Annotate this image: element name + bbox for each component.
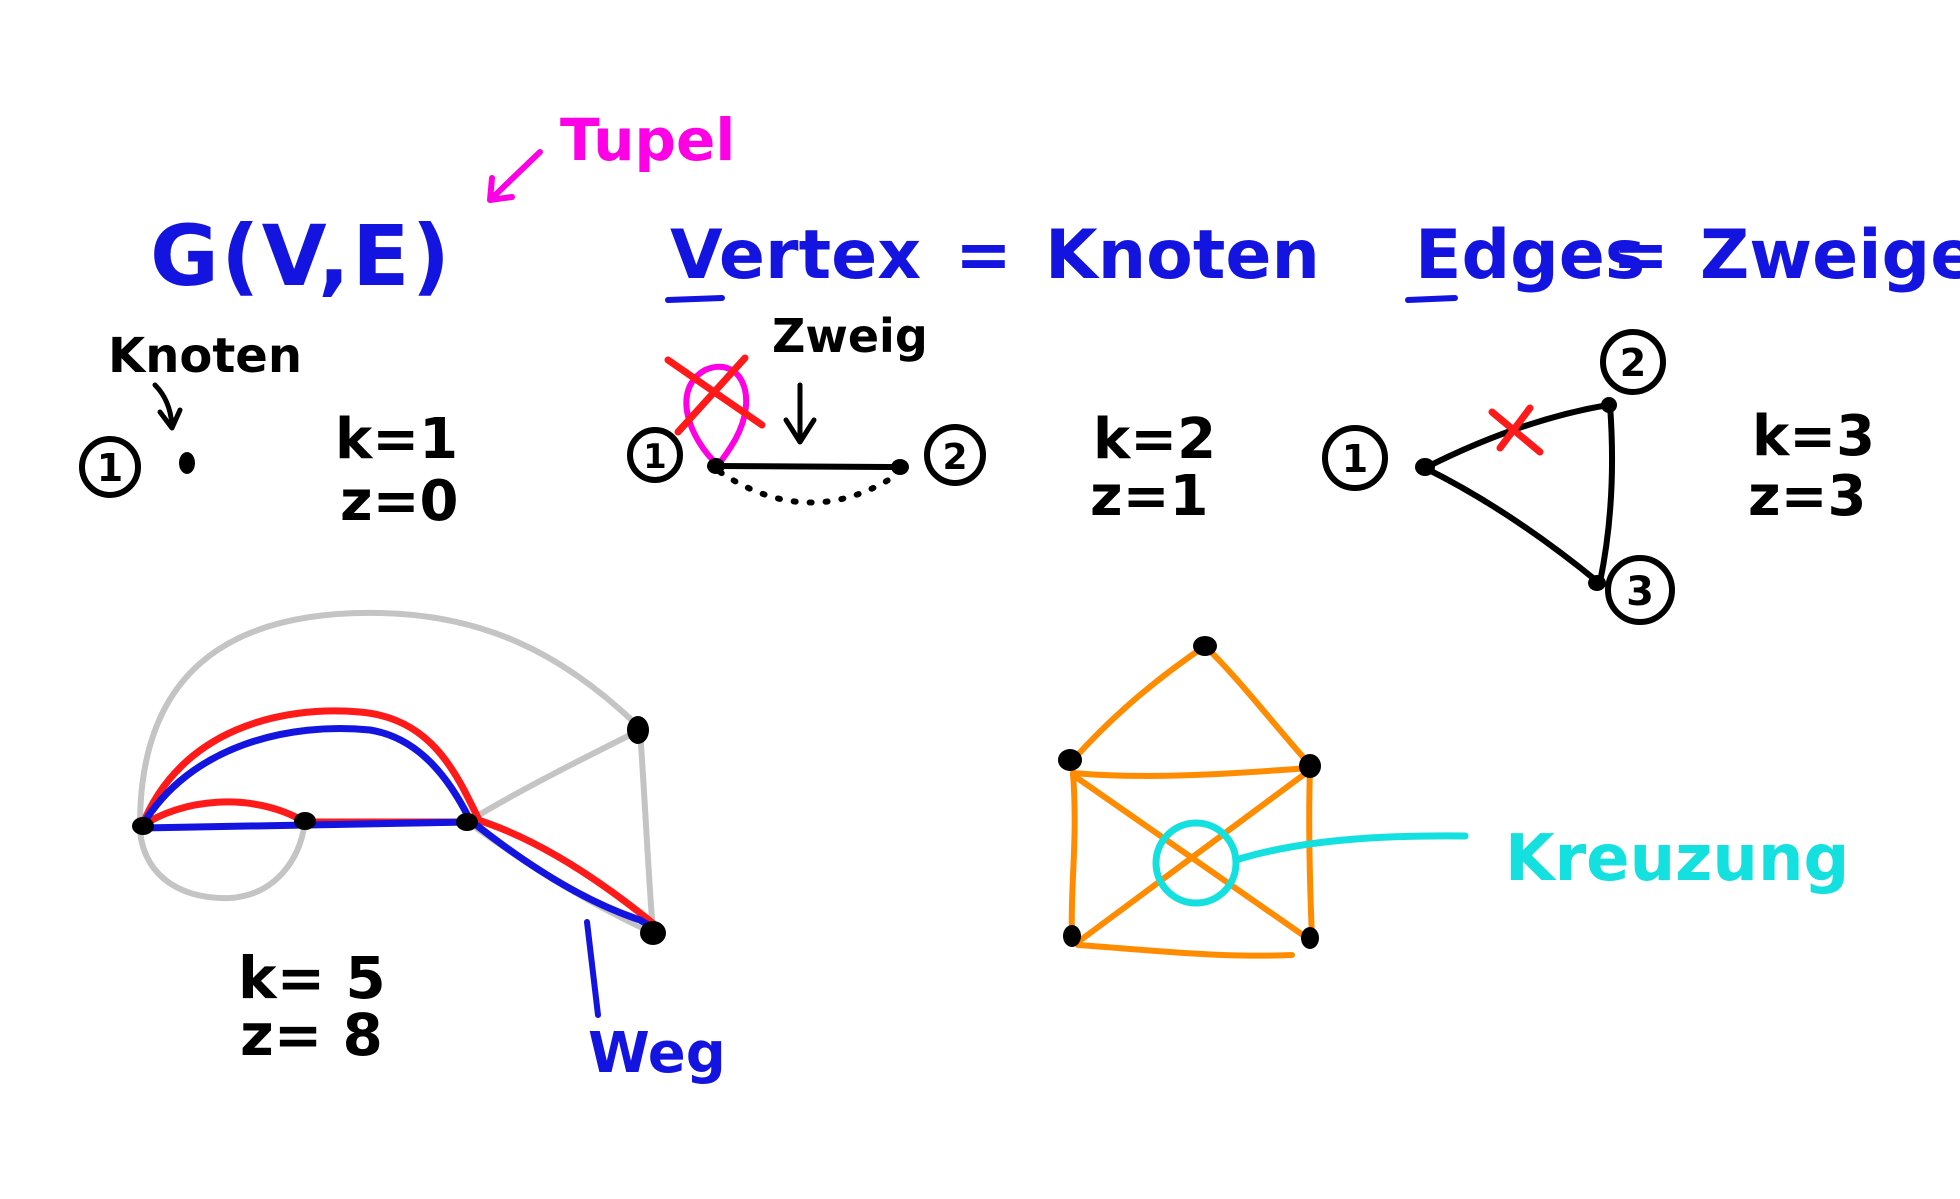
- knoten-arrow: [152, 382, 183, 431]
- weg-pointer: [584, 919, 601, 1018]
- ex3-z-value: z=3: [1748, 464, 1866, 529]
- edge-cross: [1488, 404, 1544, 456]
- edge-left-vertical: [1068, 770, 1078, 938]
- node-1-number: 1: [1342, 437, 1368, 481]
- graph-definition: G(V,E): [150, 207, 450, 305]
- gray-edge-loop: [137, 819, 308, 902]
- example-house-graph: Kreuzung: [1058, 636, 1849, 959]
- edges-equals: =: [1612, 216, 1669, 295]
- blue-path-to-end: [466, 816, 664, 936]
- vertex-dot-1: [132, 817, 154, 835]
- gray-edge-right: [637, 727, 656, 935]
- red-edge-to-end: [474, 816, 659, 929]
- ex1-z-value: z=0: [340, 469, 458, 534]
- edges-underline: [1405, 295, 1458, 303]
- vertex-dot: [179, 452, 195, 474]
- tupel-label: Tupel: [560, 106, 735, 174]
- node-2-circle: [1600, 329, 1666, 395]
- vertex-dot-bottom-right: [1301, 927, 1319, 949]
- vertex-equals: =: [955, 216, 1012, 295]
- ex4-z-value: z= 8: [240, 1001, 383, 1069]
- zweig-label: Zweig: [772, 309, 928, 363]
- vertex-dot-2: [294, 812, 316, 830]
- edge-2-3: [1597, 402, 1616, 585]
- vertex-dot-left: [1058, 749, 1082, 771]
- vertex-dot-5: [640, 921, 666, 945]
- edges-word: Edges: [1415, 216, 1645, 295]
- example-path-graph: Weg k= 5 z= 8: [132, 609, 726, 1086]
- dotted-parallel-edge: [717, 469, 901, 506]
- tupel-arrow: [487, 149, 543, 203]
- example-single-node: Knoten 1 k=1 z=0: [79, 328, 458, 534]
- roof-right: [1202, 643, 1313, 768]
- vertex-translation: Knoten: [1045, 216, 1320, 295]
- node-1-number: 1: [97, 446, 123, 490]
- example-triangle: 1 2 3 k=3 z=3: [1322, 329, 1875, 625]
- node-3-circle: [1605, 555, 1675, 625]
- edge-right-vertical: [1306, 765, 1315, 941]
- node-1-circle: [627, 427, 683, 483]
- knoten-label: Knoten: [108, 328, 302, 384]
- red-edge-big-arc: [138, 707, 482, 830]
- self-loop-cross: [664, 354, 766, 436]
- gray-edge-outer: [137, 609, 643, 828]
- node-1-circle: [79, 436, 141, 498]
- header: G(V,E) Tupel Vertex = Knoten Edges = Zwe…: [150, 106, 1960, 305]
- node-3-number: 3: [1626, 569, 1654, 615]
- weg-label: Weg: [588, 1021, 726, 1086]
- node-1-number: 1: [643, 437, 667, 477]
- vertex-dot-1: [707, 458, 725, 474]
- edge-bottom-horizontal: [1075, 942, 1295, 959]
- diagonal-2: [1075, 767, 1313, 945]
- vertex-underline: [665, 295, 725, 303]
- vertex-dot-right: [1299, 754, 1321, 778]
- edge-top-horizontal: [1070, 765, 1313, 779]
- edge-1-2: [713, 463, 903, 470]
- node-1-circle: [1322, 425, 1388, 491]
- ex4-k-value: k= 5: [238, 944, 386, 1012]
- blue-path-arc: [138, 725, 474, 830]
- node-2-number: 2: [1620, 341, 1646, 385]
- ex1-k-value: k=1: [335, 407, 458, 472]
- ex2-k-value: k=2: [1093, 407, 1216, 472]
- roof-left: [1070, 643, 1208, 763]
- vertex-word: Vertex: [670, 216, 921, 295]
- example-two-nodes: Zweig 1 2 k=2 z=1: [627, 309, 1216, 529]
- vertex-dot-4: [627, 716, 649, 744]
- vertex-dot-2: [1601, 397, 1617, 413]
- vertex-dot-2: [891, 459, 909, 475]
- vertex-dot-3: [456, 813, 478, 831]
- zweig-arrow: [783, 382, 817, 445]
- red-edge-small-arc: [138, 798, 309, 830]
- vertex-dot-bottom-left: [1063, 925, 1081, 947]
- ex2-z-value: z=1: [1090, 464, 1208, 529]
- node-2-circle: [924, 424, 986, 486]
- vertex-dot-3: [1588, 575, 1606, 591]
- edges-translation: Zweige: [1700, 216, 1960, 295]
- crossing-pointer: [1232, 832, 1469, 864]
- node-2-number: 2: [942, 437, 967, 478]
- ex3-k-value: k=3: [1752, 404, 1875, 469]
- kreuzung-label: Kreuzung: [1505, 822, 1849, 896]
- gray-edge-mid: [464, 727, 643, 825]
- vertex-dot-1: [1415, 458, 1435, 476]
- vertex-dot-top: [1193, 636, 1217, 656]
- edge-1-3: [1422, 465, 1601, 585]
